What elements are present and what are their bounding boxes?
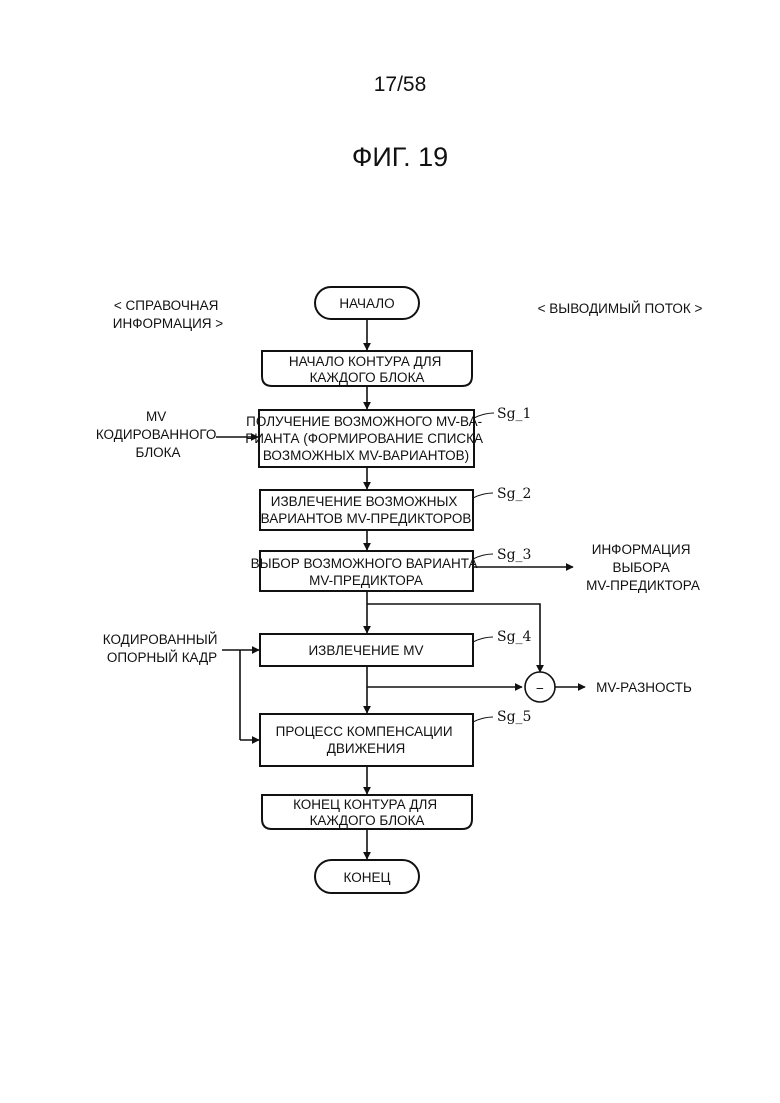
loop-end-label-line-1: КОНЕЦ КОНТУРА ДЛЯ <box>293 797 437 812</box>
step-sg2-label-line-2: ВАРИАНТОВ MV-ПРЕДИКТОРОВ <box>261 511 472 526</box>
mv-difference-label: MV-РАЗНОСТЬ <box>596 680 692 695</box>
page-number: 17/58 <box>374 73 427 96</box>
predictor-selection-info-label: ИНФОРМАЦИЯ ВЫБОРА MV-ПРЕДИКТОРА <box>586 542 700 593</box>
loop-start-label: НАЧАЛО КОНТУРА ДЛЯ КАЖДОГО БЛОКА <box>289 354 445 385</box>
predictor-selection-info-line-1: ИНФОРМАЦИЯ <box>592 542 691 557</box>
figure-title: ФИГ. 19 <box>352 142 448 172</box>
subtractor-symbol: − <box>536 681 544 696</box>
reference-info-header: < СПРАВОЧНАЯ ИНФОРМАЦИЯ > <box>113 298 224 331</box>
coded-block-mv-label-line-3: БЛОКА <box>135 445 180 460</box>
step-sg5-label-line-2: ДВИЖЕНИЯ <box>327 741 406 756</box>
step-sg3-label-line-2: MV-ПРЕДИКТОРА <box>309 573 423 588</box>
end-label: КОНЕЦ <box>344 870 391 885</box>
output-stream-header: < ВЫВОДИМЫЙ ПОТОК > <box>538 301 703 316</box>
reference-info-header-line-2: ИНФОРМАЦИЯ > <box>113 316 224 331</box>
step-ref-sg3: Sg_3 <box>497 547 531 563</box>
coded-reference-frame-label-line-2: ОПОРНЫЙ КАДР <box>107 650 217 665</box>
loop-start-label-line-1: НАЧАЛО КОНТУРА ДЛЯ <box>289 354 442 369</box>
coded-block-mv-label-line-1: MV <box>146 409 166 424</box>
loop-start-label-line-2: КАЖДОГО БЛОКА <box>310 370 425 385</box>
predictor-selection-info-line-3: MV-ПРЕДИКТОРА <box>586 578 700 593</box>
loop-end-label-line-2: КАЖДОГО БЛОКА <box>310 813 425 828</box>
step-sg1-label: ПОЛУЧЕНИЕ ВОЗМОЖНОГО MV-ВА- РИАНТА (ФОРМ… <box>245 414 487 463</box>
coded-block-mv-label: MV КОДИРОВАННОГО БЛОКА <box>96 409 220 460</box>
start-label: НАЧАЛО <box>339 296 394 311</box>
step-ref-sg2: Sg_2 <box>497 486 531 502</box>
step-ref-sg1: Sg_1 <box>497 406 531 422</box>
step-sg4-label: ИЗВЛЕЧЕНИЕ MV <box>308 643 423 658</box>
step-sg3-label-line-1: ВЫБОР ВОЗМОЖНОГО ВАРИАНТА <box>251 556 478 571</box>
step-sg2-label-line-1: ИЗВЛЕЧЕНИЕ ВОЗМОЖНЫХ <box>271 494 458 509</box>
step-sg5-box <box>260 714 473 766</box>
sg5-leader <box>473 717 493 722</box>
step-sg5-label-line-1: ПРОЦЕСС КОМПЕНСАЦИИ <box>276 724 453 739</box>
sg4-leader <box>473 637 493 642</box>
step-sg1-label-line-2: РИАНТА (ФОРМИРОВАНИЕ СПИСКА <box>245 431 483 446</box>
coded-reference-frame-label: КОДИРОВАННЫЙ ОПОРНЫЙ КАДР <box>103 632 221 665</box>
loop-end-label: КОНЕЦ КОНТУРА ДЛЯ КАЖДОГО БЛОКА <box>293 797 441 828</box>
predictor-selection-info-line-2: ВЫБОРА <box>612 560 669 575</box>
sg2-leader <box>473 493 493 498</box>
reference-info-header-line-1: < СПРАВОЧНАЯ <box>114 298 218 313</box>
coded-reference-frame-label-line-1: КОДИРОВАННЫЙ <box>103 632 218 647</box>
step-ref-sg5: Sg_5 <box>497 709 531 725</box>
step-sg1-label-line-1: ПОЛУЧЕНИЕ ВОЗМОЖНОГО MV-ВА- <box>246 414 482 429</box>
step-ref-sg4: Sg_4 <box>497 629 532 645</box>
step-sg1-label-line-3: ВОЗМОЖНЫХ MV-ВАРИАНТОВ) <box>263 448 469 463</box>
coded-block-mv-label-line-2: КОДИРОВАННОГО <box>96 427 217 442</box>
